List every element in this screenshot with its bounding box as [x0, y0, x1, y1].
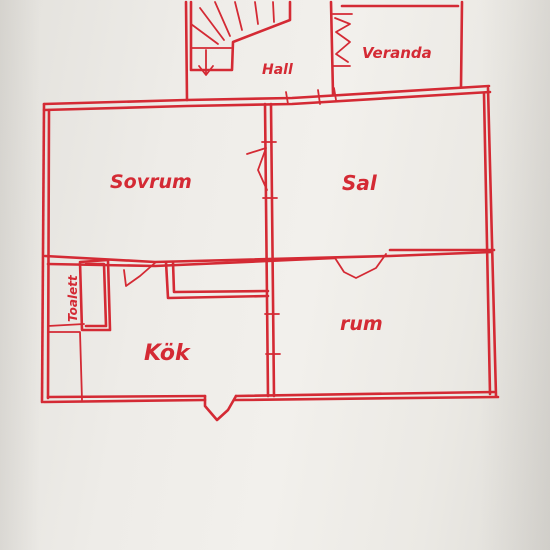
stair-tread-6	[272, 1, 275, 23]
closet-outline	[48, 331, 83, 401]
label-sovrum: Sovrum	[110, 171, 192, 193]
bottom-wall	[42, 398, 207, 404]
kitchen-counter	[164, 260, 270, 300]
stair-left-wall	[184, 0, 189, 102]
bottom-wall-inner	[46, 394, 207, 399]
outer-walls	[40, 86, 500, 404]
veranda-door-stops	[332, 13, 353, 67]
label-kok: Kök	[144, 341, 191, 366]
stair-tread-2	[199, 7, 225, 41]
label-toalett: Toalett	[66, 274, 80, 322]
veranda-door	[334, 17, 351, 63]
staircase	[184, 0, 292, 102]
toilet-box-inner	[84, 262, 108, 328]
right-wall	[486, 86, 498, 398]
stair-tread-3	[214, 1, 231, 37]
left-wall	[40, 102, 46, 404]
bottom-wall-right	[233, 395, 500, 402]
veranda-left-wall	[329, 0, 335, 96]
stair-tread-1	[190, 23, 219, 45]
bottom-wall-right-inner	[234, 390, 496, 398]
stair-tread-4	[234, 1, 243, 31]
kok-door	[123, 261, 157, 287]
middle-wall	[43, 248, 496, 287]
central-wall	[246, 102, 281, 398]
label-sal: Sal	[342, 171, 378, 195]
sovrum-door	[246, 147, 268, 191]
rum-door	[334, 253, 387, 279]
paper-shadow-left	[0, 0, 40, 550]
top-wall	[42, 84, 492, 112]
toilet-divider	[47, 323, 85, 327]
stair-arrow-head	[198, 65, 214, 76]
stair-outline	[189, 0, 292, 72]
label-rum: rum	[340, 313, 383, 335]
top-wall-opening-marks	[285, 87, 337, 105]
toilet-box	[78, 258, 112, 332]
label-veranda: Veranda	[362, 44, 432, 62]
entrance-door	[203, 394, 238, 422]
toilet-area	[47, 258, 112, 401]
right-wall-inner	[482, 92, 492, 396]
stair-tread-5	[254, 1, 259, 25]
left-wall-inner	[46, 108, 51, 400]
label-hall: Hall	[262, 62, 293, 78]
veranda	[329, 0, 464, 96]
veranda-right-wall	[459, 0, 464, 89]
